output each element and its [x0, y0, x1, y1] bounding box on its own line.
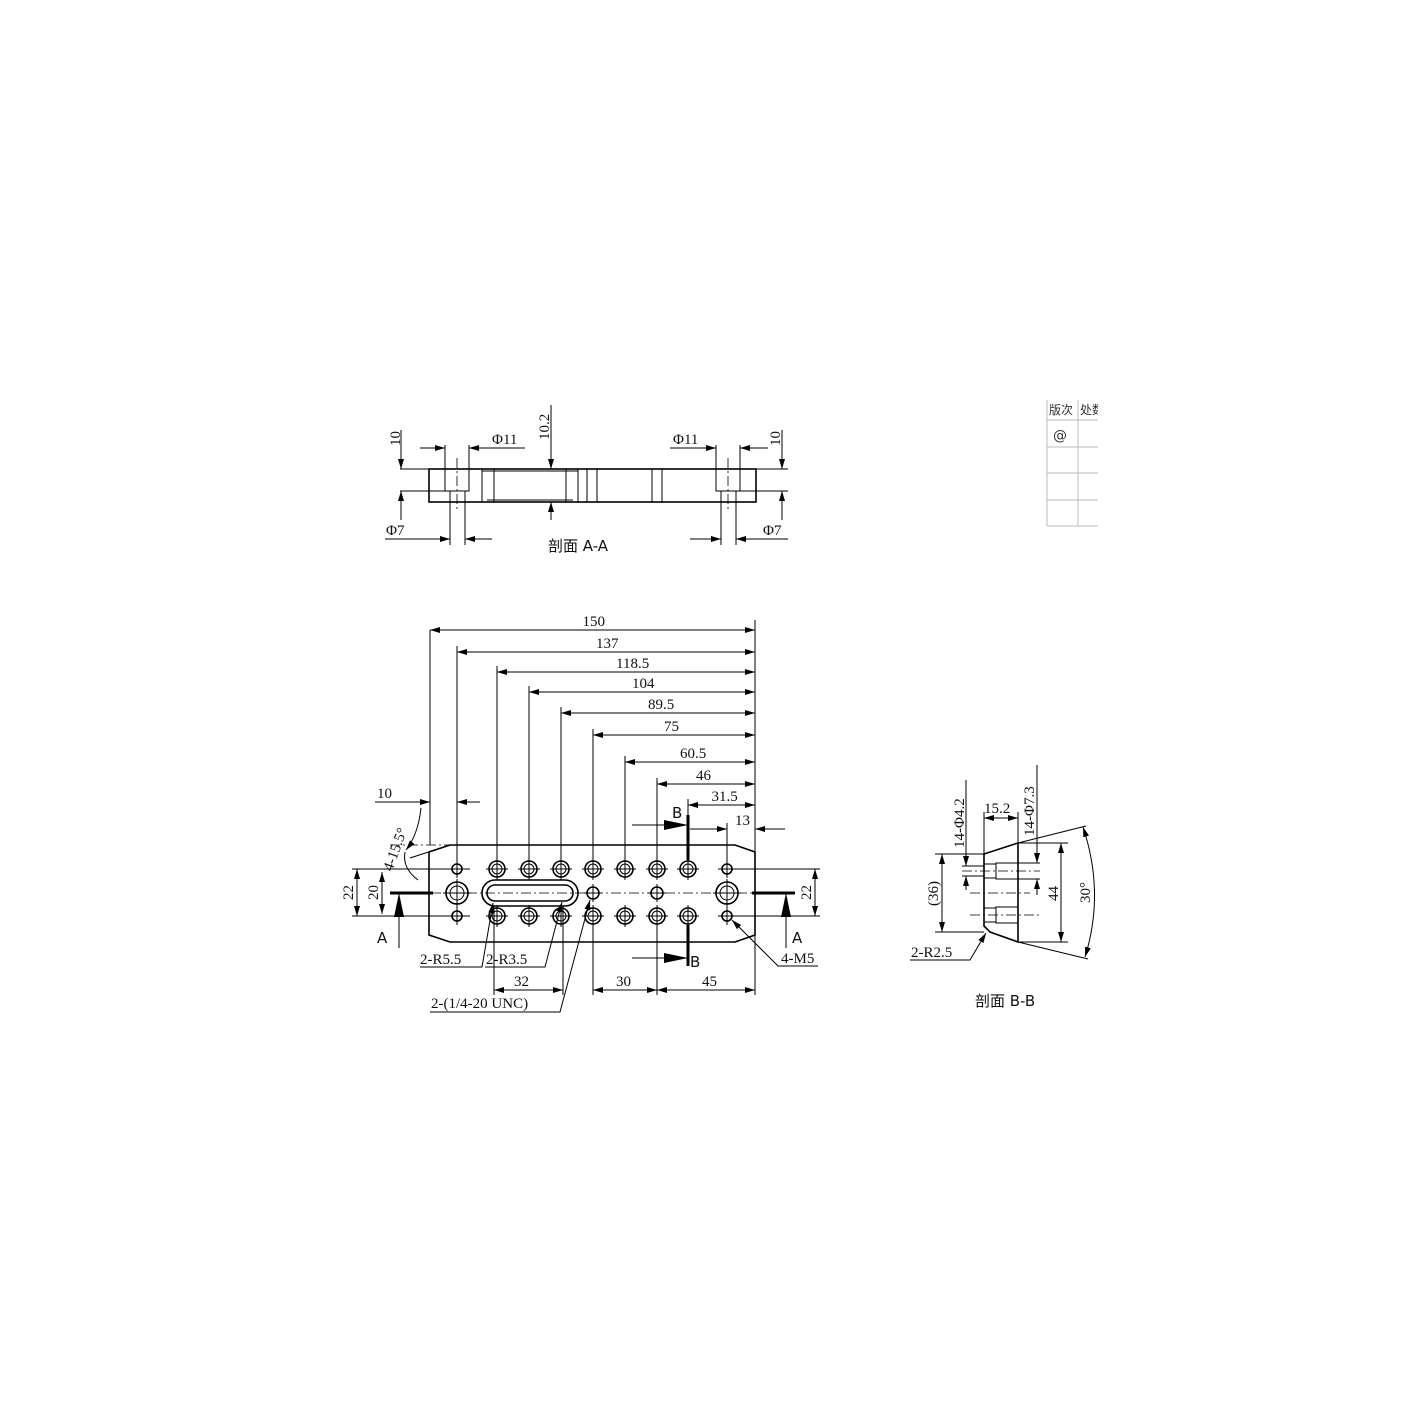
- plate-outline: [428, 844, 756, 943]
- table-header-revision: 版次: [1049, 403, 1073, 417]
- dimension-label: 75: [664, 719, 679, 735]
- counterbored-hole: [614, 905, 636, 927]
- dim-depth-right: 10: [768, 431, 784, 446]
- callout-thread: 2-(1/4-20 UNC): [431, 996, 528, 1012]
- threaded-hole: [648, 884, 666, 902]
- dimension-label: 118.5: [616, 656, 649, 672]
- dim-slot-length: 32: [514, 974, 529, 990]
- dimension-label: 31.5: [712, 789, 738, 805]
- section-aa-body: [428, 468, 757, 503]
- section-b-label-top: B: [672, 804, 682, 822]
- dim-angle: 30°: [1078, 882, 1094, 903]
- dimension-label: 89.5: [648, 697, 674, 713]
- dim-depth-left: 10: [388, 431, 404, 446]
- section-a-label-right: A: [792, 929, 803, 947]
- section-bb-title: 剖面 B-B: [975, 992, 1035, 1010]
- section-a-a: 10 10 10.2 Φ11 Φ11 Φ7 Φ7 剖面 A-A: [385, 405, 788, 555]
- counterbored-hole: [486, 905, 508, 927]
- section-aa-title: 剖面 A-A: [548, 537, 609, 555]
- dim-height-left-inner: 20: [366, 885, 382, 900]
- dimension-137: 137: [456, 636, 755, 862]
- dimension-label: 13: [735, 813, 750, 829]
- dimension-150: 150: [430, 614, 755, 633]
- dimension-label: 137: [596, 636, 619, 652]
- mounting-hole: [443, 879, 471, 907]
- slot-outer: [481, 879, 579, 907]
- dimension-104: 104: [528, 676, 755, 862]
- section-b-b: 14-Φ4.2 14-Φ7.3 15.2 (36) 44 30° 2-R2.5 …: [910, 765, 1095, 1010]
- dim-spacing-45: 45: [702, 974, 717, 990]
- dimension-label: 104: [632, 676, 655, 692]
- dimension-75: 75: [592, 719, 755, 862]
- dim-large-holes: 14-Φ7.3: [1022, 786, 1038, 836]
- dim-cbore-left: Φ11: [492, 432, 517, 448]
- dim-cbore-right: Φ11: [673, 432, 698, 448]
- table-cell-revision: @: [1053, 428, 1067, 444]
- revision-table: 版次 处数 @: [1046, 395, 1128, 535]
- dim-hole-left: Φ7: [386, 523, 405, 539]
- dimension-label: 60.5: [680, 746, 706, 762]
- dim-ref-height: (36): [926, 881, 942, 906]
- callout-fillet: 2-R2.5: [911, 945, 952, 961]
- threaded-hole: [584, 884, 602, 902]
- dimension-46: 46: [656, 768, 755, 862]
- dimension-89.5: 89.5: [560, 697, 755, 862]
- dim-height-left-outer: 22: [341, 885, 357, 900]
- callout-slot-outer-radius: 2-R5.5: [420, 952, 461, 968]
- counterbored-hole: [550, 905, 572, 927]
- callout-slot-inner-radius: 2-R3.5: [486, 952, 527, 968]
- dim-spacing-30: 30: [616, 974, 631, 990]
- dim-height: 44: [1046, 886, 1062, 902]
- callout-tapped-holes: 4-M5: [781, 951, 814, 967]
- counterbored-hole: [518, 905, 540, 927]
- mounting-hole: [713, 879, 741, 907]
- dim-hole-right: Φ7: [763, 523, 782, 539]
- dim-small-holes: 14-Φ4.2: [952, 798, 968, 848]
- dimension-13: 13: [690, 813, 785, 860]
- dimension-label: 46: [696, 768, 712, 784]
- slot-inner: [486, 884, 574, 902]
- tapped-hole-m5: [718, 907, 736, 925]
- counterbored-hole: [550, 858, 572, 880]
- dimension-60.5: 60.5: [624, 746, 755, 862]
- dim-edge-offset: 10: [377, 786, 392, 802]
- section-bb-body: [983, 841, 1019, 944]
- counterbored-hole: [677, 905, 699, 927]
- dim-thickness: 15.2: [984, 801, 1010, 817]
- dimension-label: 150: [583, 614, 606, 630]
- dim-bore-depth: 10.2: [537, 414, 553, 440]
- dim-height-right: 22: [799, 885, 815, 900]
- dimension-118.5: 118.5: [496, 656, 755, 862]
- section-a-label-left: A: [377, 929, 388, 947]
- section-b-label-bottom: B: [690, 953, 700, 971]
